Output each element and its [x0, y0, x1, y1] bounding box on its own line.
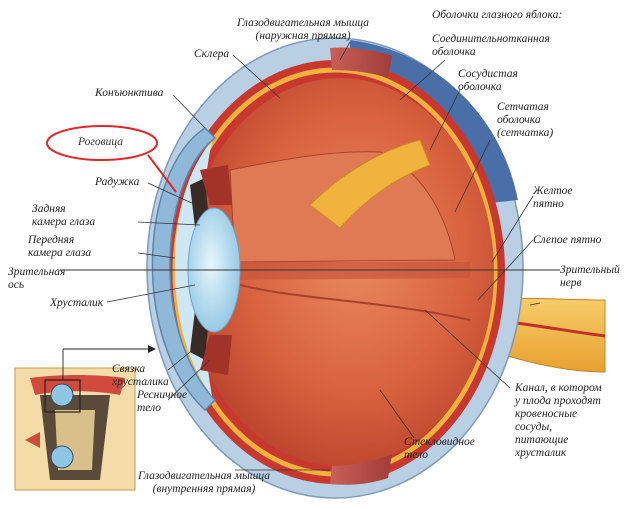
label-ciliary-body: Ресничное тело: [137, 389, 188, 414]
muscle-outer-rectus: [330, 47, 392, 78]
label-vitreous-body: Стекловидное тело: [404, 436, 475, 461]
ciliary-body: [200, 335, 232, 375]
horizontal-section: [230, 262, 470, 280]
inset-head: [14, 345, 156, 491]
label-sclera: Склера: [194, 48, 230, 60]
label-lens-ligament: Связка хрусталика: [112, 363, 169, 388]
label-muscle-inner-rectus: Глазодвигательная мышца (внутренняя прям…: [138, 470, 271, 495]
label-muscle-outer-rectus: Глазодвигательная мышца (наружная прямая…: [237, 17, 370, 42]
label-macula: Желтое пятно: [533, 185, 573, 210]
label-visual-axis: Зрительная ось: [8, 266, 66, 291]
leader-lines: [106, 41, 560, 471]
label-eye-shells: Оболочки глазного яблока:: [432, 9, 563, 21]
retina-fold: [309, 139, 431, 229]
label-anterior-chamber: Передняя камера глаза: [28, 234, 92, 259]
label-blind-spot: Слепое пятно: [533, 234, 602, 246]
hyaloid-canal: [239, 284, 471, 321]
ciliary-body: [200, 165, 232, 205]
label-cornea: Роговица: [78, 136, 123, 148]
label-lens: Хрусталик: [50, 297, 104, 309]
label-conjunctiva: Конъюнктива: [95, 87, 164, 99]
label-choroid: Сосудистая оболочка: [458, 68, 518, 93]
inset-eye-top: [50, 383, 74, 407]
cornea-highlight-ellipse: [46, 125, 158, 161]
label-posterior-chamber: Задняя камера глаза: [32, 203, 96, 228]
cornea-highlight-pointer: [147, 154, 177, 193]
muscle-inner-rectus: [330, 454, 392, 485]
inset-eye-bottom: [50, 445, 74, 469]
cornea: [151, 127, 217, 412]
label-optic-nerve: Зрительный нерв: [560, 264, 620, 289]
label-iris: Радужка: [95, 176, 140, 188]
label-connective-tissue: Соединительнотканная оболочка: [432, 33, 550, 58]
label-hyaloid-canal: Канал, в котором у плода проходят кровен…: [515, 382, 602, 459]
label-retina: Сетчатая оболочка (сетчатка): [497, 101, 554, 139]
